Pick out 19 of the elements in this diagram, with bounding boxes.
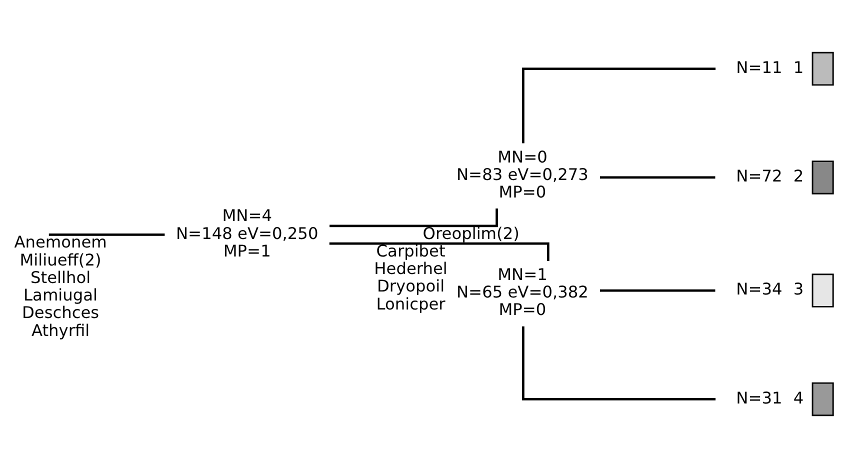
node-label: N=11 xyxy=(736,58,782,77)
edge-label: Carpibet Hederhel Dryopoil Lonicper xyxy=(374,241,448,314)
node-label: N=72 xyxy=(736,166,782,186)
node-label: 2 xyxy=(793,166,804,186)
node-label: 4 xyxy=(793,388,804,408)
node-text: MN=0 N=83 eV=0,273 MP=0 xyxy=(456,147,588,202)
connector xyxy=(522,326,716,400)
connector xyxy=(48,234,165,236)
edge-label: Oreoplim(2) xyxy=(422,224,520,243)
node-text: MN=4 N=148 eV=0,250 MP=1 xyxy=(176,206,318,260)
node-label: N=34 xyxy=(736,280,782,299)
node-text: MN=1 N=65 eV=0,382 MP=0 xyxy=(456,264,588,320)
node-label: 3 xyxy=(793,280,804,299)
connector xyxy=(600,289,716,292)
node-label: 1 xyxy=(793,58,804,77)
connector xyxy=(600,176,716,179)
edge-label: Anemonem Miliueff(2) Stellhol Lamiugal Deschces Athyrfil xyxy=(14,232,107,340)
connector xyxy=(522,68,716,144)
node-label: N=31 xyxy=(736,388,782,408)
